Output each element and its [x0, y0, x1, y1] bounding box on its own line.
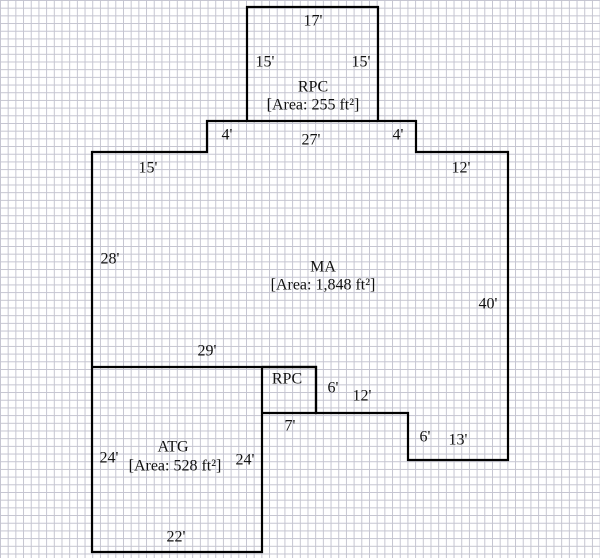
dim-rpc-small-bottom: 7' [284, 417, 296, 435]
rpc-top-area: [Area: 255 ft²] [266, 96, 360, 114]
dim-rpc-small-right: 6' [327, 379, 339, 397]
dim-atg-right: 24' [235, 451, 255, 469]
dim-ma-left: 28' [100, 250, 120, 268]
dim-ma-step-down: 6' [419, 428, 431, 446]
dim-ma-bottom-left: 29' [197, 342, 217, 360]
dim-ma-bottom-right: 13' [448, 431, 468, 449]
dim-rpc-top-right: 15' [351, 53, 371, 71]
dim-rpc-top-width: 17' [303, 12, 323, 30]
dim-ma-top-right: 12' [451, 159, 471, 177]
atg-outline[interactable] [90, 367, 264, 554]
rpc-small-outline[interactable] [262, 365, 318, 415]
rpc-top-outline[interactable] [245, 5, 380, 121]
ma-area: [Area: 1,848 ft²] [270, 276, 376, 294]
dim-ma-top-mid: 27' [301, 131, 321, 149]
dim-ma-right: 40' [478, 295, 498, 313]
dim-ma-bottom-mid: 12' [352, 387, 372, 405]
rpc-top-label: RPC [297, 78, 329, 96]
dim-step-right: 4' [392, 126, 404, 144]
dim-atg-left: 24' [99, 449, 119, 467]
rpc-small-label: RPC [271, 370, 303, 388]
dim-step-left: 4' [221, 126, 233, 144]
ma-label: MA [310, 258, 336, 276]
dim-rpc-top-left: 15' [255, 53, 275, 71]
atg-area: [Area: 528 ft²] [128, 457, 222, 475]
atg-label: ATG [157, 438, 189, 456]
dim-ma-top-left: 15' [138, 159, 158, 177]
dim-atg-bottom: 22' [166, 528, 186, 546]
